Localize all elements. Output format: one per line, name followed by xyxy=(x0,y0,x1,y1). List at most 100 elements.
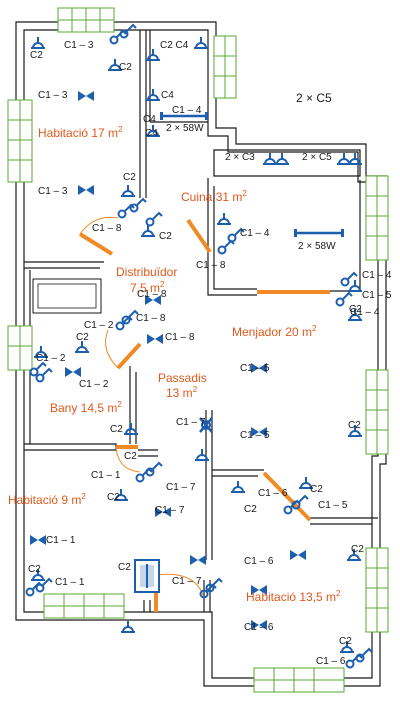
socket-icon xyxy=(337,153,351,165)
c5-pair-label: 2 × C5 xyxy=(302,152,332,163)
switch-icon xyxy=(355,647,373,663)
room-name-cuina: Cuina 31 m2 xyxy=(181,189,247,204)
switch-icon xyxy=(119,23,137,39)
symbol-label: C2 xyxy=(124,451,137,462)
symbol-label: C1 – 3 xyxy=(38,186,68,197)
ceiling-light-icon xyxy=(251,363,267,373)
symbol-label: C4 xyxy=(143,114,156,125)
symbol-label: C1 – 1 xyxy=(55,577,85,588)
socket-icon xyxy=(348,280,362,292)
symbol-label: C2 xyxy=(351,544,364,555)
symbol-label: C1 – 8 xyxy=(137,289,167,300)
ceiling-light-icon xyxy=(145,295,161,305)
symbol-label: C2 xyxy=(76,332,89,343)
crossover-switch-icon xyxy=(199,417,213,433)
c3-pair-label: 2 × C3 xyxy=(225,152,255,163)
symbol-label: C1 – 6 xyxy=(258,488,288,499)
symbol-label: C1 – 5 xyxy=(240,363,270,374)
switch-icon xyxy=(35,367,53,383)
socket-icon xyxy=(121,185,135,197)
symbol-label: C1 – 5 xyxy=(318,500,348,511)
symbol-label: C2 xyxy=(310,484,323,495)
symbol-label: C2 xyxy=(244,504,257,515)
symbol-label: C1 – 7 xyxy=(172,576,202,587)
socket-icon xyxy=(195,449,209,461)
symbol-label: C2 xyxy=(349,304,362,315)
dining-lamp-label: 2 × 58W xyxy=(298,241,336,252)
outdoor-c5-label: 2 × C5 xyxy=(296,91,332,105)
circuit-labels: 2 × C5 C2 C4 2 × C3 2 × C5 2 × 58W 2 × 5… xyxy=(160,40,336,252)
socket-icon xyxy=(108,59,122,71)
socket-icon xyxy=(348,153,362,165)
electrical-symbols xyxy=(25,23,373,669)
symbol-label: C1 – 8 xyxy=(136,313,166,324)
symbol-label: C1 – 2 xyxy=(36,353,66,364)
switch-icon xyxy=(205,577,223,593)
switch-icon xyxy=(129,197,147,213)
socket-icon xyxy=(347,549,361,561)
symbol-label: C1 – 3 xyxy=(64,40,94,51)
symbol-label: C1 – 2 xyxy=(84,320,114,331)
socket-icon xyxy=(124,423,138,435)
room-name-passadis: Passadis xyxy=(158,371,207,385)
switch-icon xyxy=(145,461,163,477)
symbol-label: C1 – 1 xyxy=(91,470,121,481)
symbol-label: C1 – 3 xyxy=(38,90,68,101)
symbol-label: C1 – 8 xyxy=(92,223,122,234)
fluorescent-lamps xyxy=(162,114,342,235)
ceiling-light-icon xyxy=(78,91,94,101)
symbol-label: C1 – 5 xyxy=(240,430,270,441)
symbol-label: C4 xyxy=(145,128,158,139)
socket-icon xyxy=(31,37,45,49)
symbol-label: C1 – 7 xyxy=(176,417,206,428)
ceiling-light-icon xyxy=(190,555,206,565)
symbol-label: C2 xyxy=(159,231,172,242)
windows xyxy=(7,7,389,693)
socket-icon xyxy=(275,153,289,165)
kitchen-lamp-label: 2 × 58W xyxy=(166,123,204,134)
c2-c4-label: C2 C4 xyxy=(160,40,189,51)
symbol-label: C1 – 4 xyxy=(240,228,270,239)
switch-icon xyxy=(35,577,53,593)
switch-icon xyxy=(217,239,235,255)
symbol-label: C1 – 7 xyxy=(166,482,196,493)
ceiling-light-icon xyxy=(65,367,81,377)
ceiling-light-icon xyxy=(78,185,94,195)
symbol-label: C1 – 8 xyxy=(165,332,195,343)
socket-icon xyxy=(340,641,354,653)
room-name-habitacio-13-5: Habitació 13,5 m2 xyxy=(246,589,341,604)
symbol-label: C2 xyxy=(348,420,361,431)
switch-icon xyxy=(145,211,163,227)
socket-icon xyxy=(146,89,160,101)
symbol-label: C1 – 4 xyxy=(172,105,202,116)
symbol-label: C2 xyxy=(118,562,131,573)
switch-icon xyxy=(340,271,358,287)
socket-icon xyxy=(114,489,128,501)
symbol-label: C1 – 6 xyxy=(244,622,274,633)
ceiling-light-icon xyxy=(290,550,306,560)
room-name-bany: Bany 14,5 m2 xyxy=(50,400,122,415)
socket-icon xyxy=(231,481,245,493)
socket-icon xyxy=(299,477,313,489)
symbol-label: C2 xyxy=(123,172,136,183)
symbol-label: C1 – 8 xyxy=(196,260,226,271)
symbol-label: C2 xyxy=(110,424,123,435)
room-area-passadis: 13 m2 xyxy=(166,385,198,400)
ceiling-light-icon xyxy=(147,334,163,344)
socket-icon xyxy=(34,346,48,358)
socket-icon xyxy=(146,49,160,61)
symbol-label: C2 xyxy=(107,492,120,503)
symbol-label: C1 – 1 xyxy=(46,535,76,546)
symbol-label: C4 xyxy=(161,90,174,101)
symbol-label: C1 – 6 xyxy=(244,556,274,567)
symbol-label: C1 – 7 xyxy=(155,505,185,516)
socket-icon xyxy=(348,425,362,437)
room-name-menjador: Menjador 20 m2 xyxy=(232,324,317,339)
ceiling-light-icon xyxy=(251,427,267,437)
socket-icon xyxy=(75,341,89,353)
socket-icon xyxy=(194,37,208,49)
ceiling-light-icon xyxy=(251,620,267,630)
